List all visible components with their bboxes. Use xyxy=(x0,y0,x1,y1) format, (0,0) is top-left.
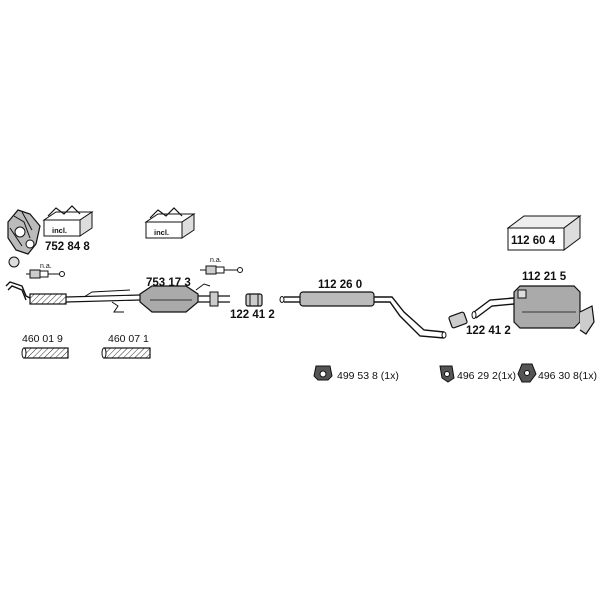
flex-pipe-2-part-number: 460 07 1 xyxy=(108,333,149,345)
clamp-left-part-number: 122 41 2 xyxy=(230,309,275,321)
rubber-mount-icon xyxy=(313,365,333,381)
flex-pipe-icon xyxy=(21,347,69,359)
catalytic-converter-icon xyxy=(139,283,230,313)
flex-pipe-1-part-number: 460 01 9 xyxy=(22,333,63,345)
manifold-kit-box-icon: incl. xyxy=(42,205,94,237)
flex-pipe-icon xyxy=(101,347,151,359)
mounting-kit-box-icon xyxy=(506,215,582,251)
exhaust-manifold-icon xyxy=(7,209,41,255)
incl-label: incl. xyxy=(154,228,169,237)
gasket-icon xyxy=(8,256,20,268)
middle-silencer-part-number: 112 26 0 xyxy=(318,279,362,291)
rubber-mount-1-part-number: 499 53 8 (1x) xyxy=(337,370,399,382)
front-pipe-icon xyxy=(5,281,141,313)
rubber-mount-icon xyxy=(439,365,455,383)
rubber-mount-3-part-number: 496 30 8(1x) xyxy=(538,370,597,382)
lambda-sensor-left-icon xyxy=(26,269,65,279)
not-available-note: n.a. xyxy=(40,263,52,270)
rear-silencer-icon xyxy=(471,285,595,335)
clamp-right-part-number: 122 41 2 xyxy=(466,325,511,337)
rubber-mount-2-part-number: 496 29 2(1x) xyxy=(457,370,516,382)
middle-silencer-icon xyxy=(279,291,447,339)
catalyst-part-number: 753 17 3 xyxy=(146,277,191,289)
clamp-left-icon xyxy=(245,293,263,307)
second-kit-box-icon: incl. xyxy=(144,207,196,239)
clamp-right-icon xyxy=(448,311,468,329)
lambda-sensor-right-icon xyxy=(200,265,243,275)
manifold-part-number: 752 84 8 xyxy=(45,241,90,253)
mounting-kit-part-number: 112 60 4 xyxy=(511,235,556,247)
rubber-mount-icon xyxy=(517,363,537,383)
incl-label: incl. xyxy=(52,226,67,235)
rear-silencer-part-number: 112 21 5 xyxy=(522,271,567,283)
not-available-note: n.a. xyxy=(210,257,222,264)
